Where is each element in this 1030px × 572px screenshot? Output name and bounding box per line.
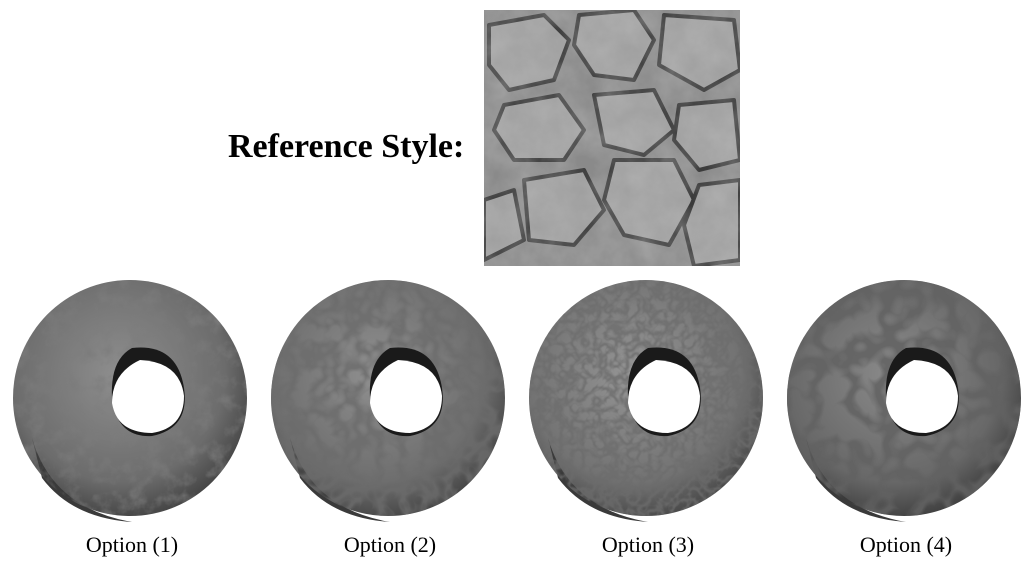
option-3[interactable]: Option (3): [528, 278, 768, 568]
torus-render-option-4: [787, 280, 1021, 522]
option-4[interactable]: Option (4): [786, 278, 1026, 568]
torus-render-option-2: [271, 280, 505, 522]
option-1-caption: Option (1): [85, 532, 179, 557]
reference-style-label: Reference Style:: [228, 128, 465, 165]
torus-render-option-1: [13, 280, 247, 522]
reference-texture-image: [484, 10, 740, 266]
option-3-caption: Option (3): [601, 532, 695, 557]
torus-render-option-3: [529, 280, 763, 522]
option-4-caption: Option (4): [859, 532, 953, 557]
option-2[interactable]: Option (2): [270, 278, 510, 568]
option-1[interactable]: Option (1): [12, 278, 252, 568]
option-2-caption: Option (2): [343, 532, 437, 557]
